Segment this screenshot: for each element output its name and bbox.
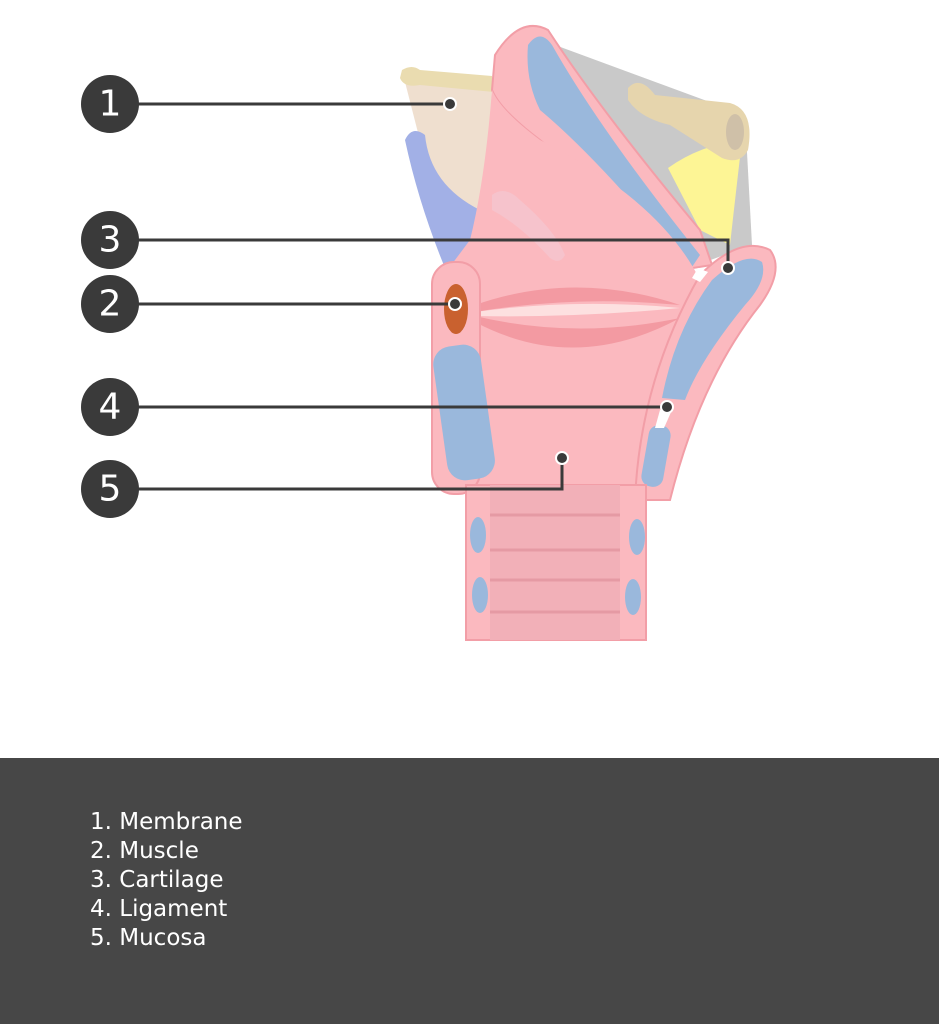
marker-3[interactable]: 3	[81, 211, 139, 269]
larynx-diagram: 1 3 2 4 5	[81, 25, 777, 641]
legend-item: 3. Cartilage	[90, 867, 224, 893]
ligament	[655, 410, 672, 428]
marker-number: 1	[99, 84, 122, 125]
tracheal-ring-cartilage	[625, 579, 641, 615]
marker-number: 5	[99, 469, 122, 510]
pointer-dot-1	[443, 97, 457, 111]
legend-item: 2. Muscle	[90, 838, 199, 864]
arytenoid-cartilage	[662, 258, 764, 400]
leader-line-3	[138, 238, 730, 268]
pointer-dot-5	[555, 451, 569, 465]
legend-list: 1. Membrane 2. Muscle 3. Cartilage 4. Li…	[90, 808, 243, 953]
ligament-upper	[692, 268, 708, 282]
pointer-dot-3	[721, 261, 735, 275]
right-bone	[628, 82, 750, 161]
vocal-fold-upper	[475, 287, 680, 312]
legend-item: 5. Mucosa	[90, 925, 207, 951]
hyoid-bone	[400, 67, 494, 92]
posterior-blue-structure	[405, 131, 480, 280]
trachea-lumen	[490, 485, 620, 640]
glottis	[475, 303, 680, 317]
marker-2[interactable]: 2	[81, 275, 139, 333]
vocal-fold-lower	[475, 316, 680, 348]
epiglottis-cartilage	[527, 36, 700, 270]
marker-number: 3	[99, 220, 122, 261]
marker-4[interactable]: 4	[81, 378, 139, 436]
yellow-region	[668, 140, 742, 245]
marker-number: 2	[99, 284, 122, 325]
marker-1[interactable]: 1	[81, 75, 139, 133]
ventricular-fold	[492, 191, 565, 261]
tracheal-ring-cartilage	[470, 517, 486, 553]
tracheal-ring-cartilage	[629, 519, 645, 555]
pointer-dot-4	[660, 400, 674, 414]
marker-5[interactable]: 5	[81, 460, 139, 518]
legend-item: 4. Ligament	[90, 896, 228, 922]
marker-number: 4	[99, 387, 122, 428]
tracheal-ring-cartilage	[472, 577, 488, 613]
bone-end	[726, 114, 744, 150]
tracheal-rings	[490, 513, 620, 614]
leader-line-5	[138, 458, 564, 491]
pointer-dot-2	[448, 297, 462, 311]
thyroid-cartilage-left	[433, 344, 495, 481]
legend-panel: 1. Membrane 2. Muscle 3. Cartilage 4. Li…	[0, 758, 939, 1024]
cricoid-cartilage-right	[641, 425, 671, 487]
legend-item: 1. Membrane	[90, 809, 243, 835]
